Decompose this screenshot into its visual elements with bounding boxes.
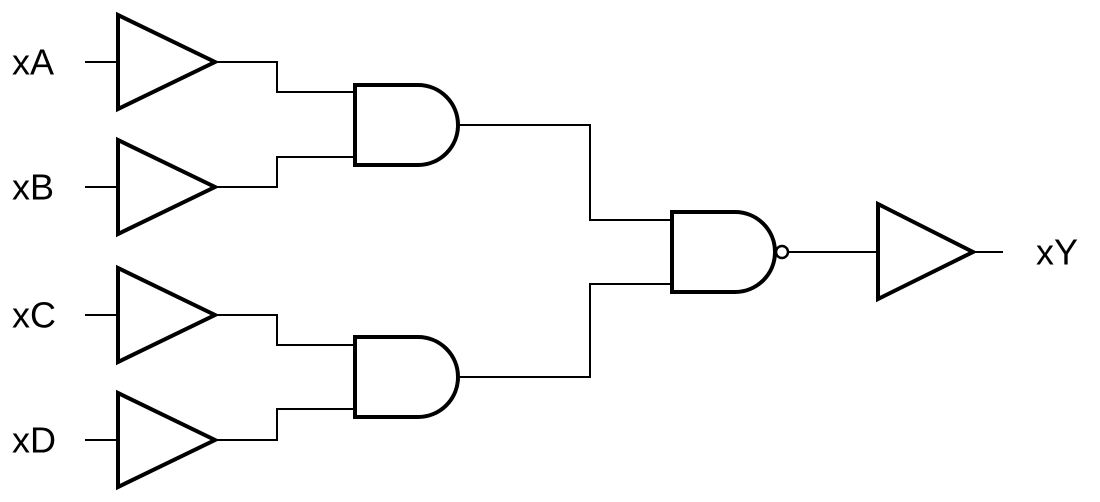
buffer-gate-y [876, 200, 978, 303]
output-label-xy: xY [1036, 232, 1078, 273]
and-gate-2 [353, 335, 460, 419]
input-label-xd: xD [12, 420, 56, 461]
wire-buffer-c-to-and2 [215, 314, 355, 346]
input-label-xa: xA [12, 42, 54, 83]
input-label-xc: xC [12, 295, 56, 336]
buffer-gate-b [116, 136, 220, 238]
nand-gate [670, 210, 777, 294]
buffer-gate-a [116, 11, 220, 113]
input-label-xb: xB [12, 167, 54, 208]
wire-buffer-a-to-and1 [215, 61, 355, 93]
and-gate-1 [353, 83, 460, 167]
wire-buffer-d-to-and2 [215, 408, 355, 441]
buffer-gate-d [116, 389, 220, 491]
buffer-gate-c [116, 264, 220, 366]
wire-and2-to-nand [458, 283, 672, 378]
nand-inversion-bubble [774, 244, 790, 260]
wire-and1-to-nand [458, 124, 672, 221]
wire-buffer-b-to-and1 [215, 156, 355, 188]
